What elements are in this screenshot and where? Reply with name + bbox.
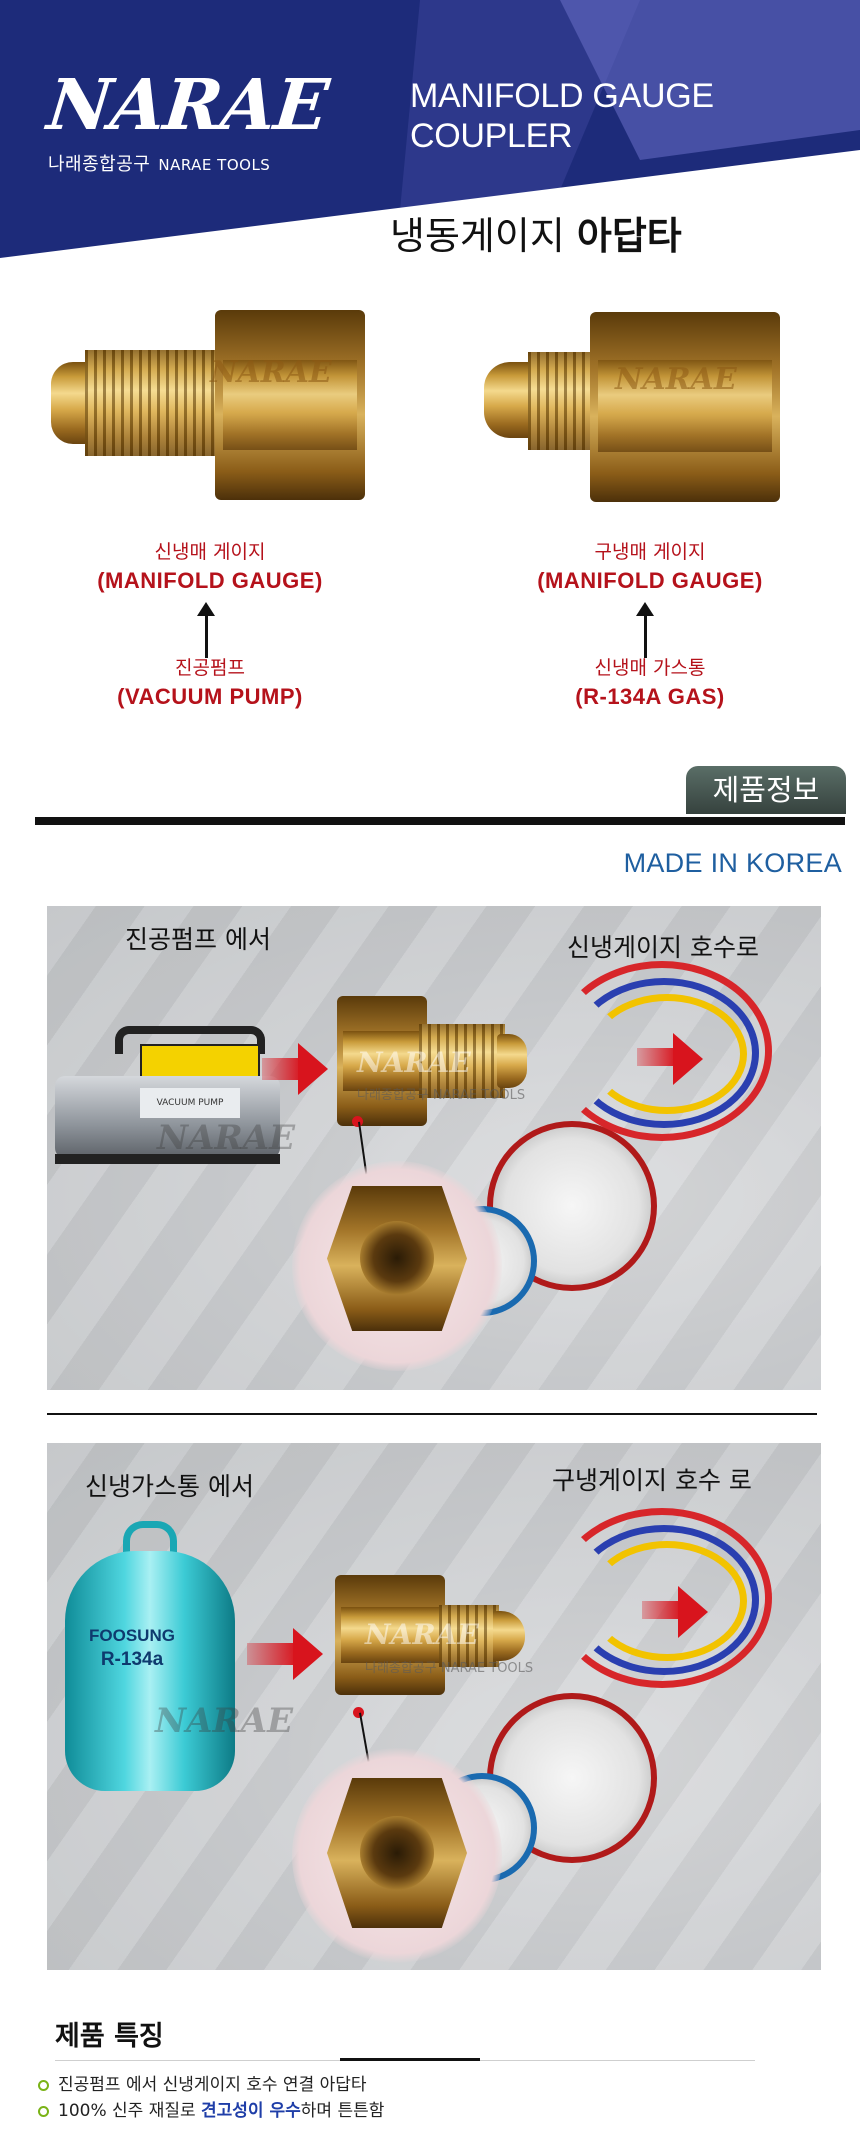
nut-thread-hole [360, 1221, 434, 1295]
fitting-flare-tip [484, 362, 534, 438]
fitting-thread [439, 1605, 499, 1667]
fitting-thread [85, 350, 225, 456]
red-hose [552, 1508, 772, 1688]
yellow-hose [587, 1541, 747, 1661]
fitting-flare-tip [493, 1611, 525, 1661]
product-info-tab: 제품정보 [686, 766, 846, 814]
fitting-photo [335, 1575, 525, 1695]
red-arrow-icon [642, 1586, 708, 1638]
made-in-label: MADE IN KOREA [623, 848, 842, 878]
product-title-line1: MANIFOLD GAUGE [410, 77, 714, 115]
panel-left-caption: 신냉가스통 에서 [85, 1472, 254, 1501]
photo-watermark-sub: 나래종합공구 NARAE TOOLS [365, 1661, 534, 1676]
nut-thread-hole [360, 1816, 434, 1890]
blue-hose [569, 1525, 759, 1675]
fitting-tip [51, 362, 91, 444]
section-divider [47, 1413, 817, 1415]
nut-closeup [292, 1748, 502, 1963]
cylinder-body [65, 1551, 235, 1791]
photo-watermark: NARAE [157, 1118, 296, 1158]
feature-text-post: 하며 튼튼함 [300, 2101, 385, 2121]
fitting-hex-face [343, 1031, 421, 1091]
pointer-dot [353, 1707, 364, 1718]
label-en: (MANIFOLD GAUGE) [537, 567, 763, 593]
subtitle-bold: 아답타 [576, 214, 682, 258]
pump-base [55, 1154, 280, 1164]
fitting-2-top-label: 구냉매 게이지 (MANIFOLD GAUGE) [500, 540, 800, 595]
label-en: (R-134A GAS) [575, 683, 725, 709]
yellow-hose [587, 994, 747, 1114]
label-ko: 진공펌프 [175, 657, 245, 679]
label-ko: 신냉매 가스통 [594, 657, 706, 679]
fitting-watermark: NARAE [615, 362, 737, 397]
fitting-2-bottom-label: 신냉매 가스통 (R-134A GAS) [500, 656, 800, 711]
photo-watermark: NARAE [155, 1701, 294, 1741]
fitting-photo [337, 996, 527, 1126]
vacuum-pump-image: VACUUM PUMP [55, 1026, 280, 1166]
red-arrow-icon [262, 1043, 328, 1095]
usage-photo-1: 진공펌프 에서 신냉게이지 호수로 VACUUM PUMP NARAE NARA… [47, 906, 821, 1390]
features-title: 제품 특징 [55, 2021, 164, 2052]
pointer-dot [352, 1116, 363, 1127]
red-arrow-icon [247, 1628, 323, 1680]
fitting-thread [419, 1024, 505, 1098]
label-en: (VACUUM PUMP) [117, 683, 303, 709]
section-divider [35, 817, 845, 825]
product-title-line2: COUPLER [410, 117, 573, 156]
photo-watermark: NARAE [365, 1618, 479, 1651]
feature-item: 진공펌프 에서 신냉게이지 호수 연결 아답타 [38, 2072, 384, 2098]
fitting-1-bottom-label: 진공펌프 (VACUUM PUMP) [60, 656, 360, 711]
red-hose [552, 961, 772, 1141]
label-ko: 구냉매 게이지 [594, 541, 706, 563]
brand-sub-en: NARAE TOOLS [158, 156, 271, 174]
fitting-image-2: NARAE [480, 300, 790, 520]
feature-highlight: 견고성이 우수 [201, 2101, 301, 2121]
brand-sub-ko: 나래종합공구 [48, 154, 151, 175]
fitting-hex-face [598, 360, 772, 452]
cylinder-brand: FOOSUNG [89, 1626, 175, 1645]
subtitle-normal: 냉동게이지 [390, 214, 577, 258]
bullet-icon [38, 2105, 49, 2117]
pump-handle [115, 1026, 265, 1054]
fitting-1-top-label: 신냉매 게이지 (MANIFOLD GAUGE) [60, 540, 360, 595]
brand-name: NARAE [43, 63, 332, 146]
product-title: MANIFOLD GAUGE COUPLER [410, 76, 714, 156]
brand-logo: NARAE 나래종합공구 NARAE TOOLS [44, 63, 378, 176]
nut-closeup [292, 1161, 502, 1371]
label-ko: 신냉매 게이지 [154, 541, 266, 563]
product-subtitle: 냉동게이지 아답타 [390, 205, 682, 260]
pump-nameplate: VACUUM PUMP [140, 1088, 240, 1118]
fitting-hex-face [341, 1607, 439, 1663]
label-en: (MANIFOLD GAUGE) [97, 567, 323, 593]
fitting-image-1: NARAE [45, 300, 375, 520]
panel-right-caption: 신냉게이지 호수로 [567, 933, 759, 962]
photo-watermark: NARAE [357, 1046, 471, 1079]
brand-subtitle: 나래종합공구 NARAE TOOLS [48, 150, 378, 176]
blue-hose [569, 978, 759, 1128]
panel-right-caption: 구냉게이지 호수 로 [552, 1466, 752, 1495]
fitting-hex-face [223, 360, 357, 450]
gas-cylinder-image: FOOSUNG R-134a [65, 1521, 235, 1791]
panel-left-caption: 진공펌프 에서 [125, 925, 271, 954]
feature-text: 진공펌프 에서 신냉게이지 호수 연결 아답타 [58, 2075, 367, 2095]
up-arrow-icon [636, 602, 654, 658]
up-arrow-icon [197, 602, 215, 658]
features-divider-accent [340, 2058, 480, 2061]
feature-text-pre: 100% 신주 재질로 [58, 2101, 202, 2121]
features-list: 진공펌프 에서 신냉게이지 호수 연결 아답타 100% 신주 재질로 견고성이… [38, 2072, 384, 2124]
cylinder-handle [123, 1521, 177, 1561]
header-banner: NARAE 나래종합공구 NARAE TOOLS MANIFOLD GAUGE C… [0, 0, 860, 258]
photo-watermark-sub: 나래종합공구 NARAE TOOLS [357, 1088, 526, 1103]
red-arrow-icon [637, 1033, 703, 1085]
bullet-icon [38, 2079, 49, 2091]
cylinder-label: R-134a [100, 1649, 164, 1670]
fitting-tip [497, 1034, 527, 1088]
fitting-watermark: NARAE [210, 355, 332, 390]
usage-photo-2: 신냉가스통 에서 구냉게이지 호수 로 FOOSUNG R-134a NARAE… [47, 1443, 821, 1970]
